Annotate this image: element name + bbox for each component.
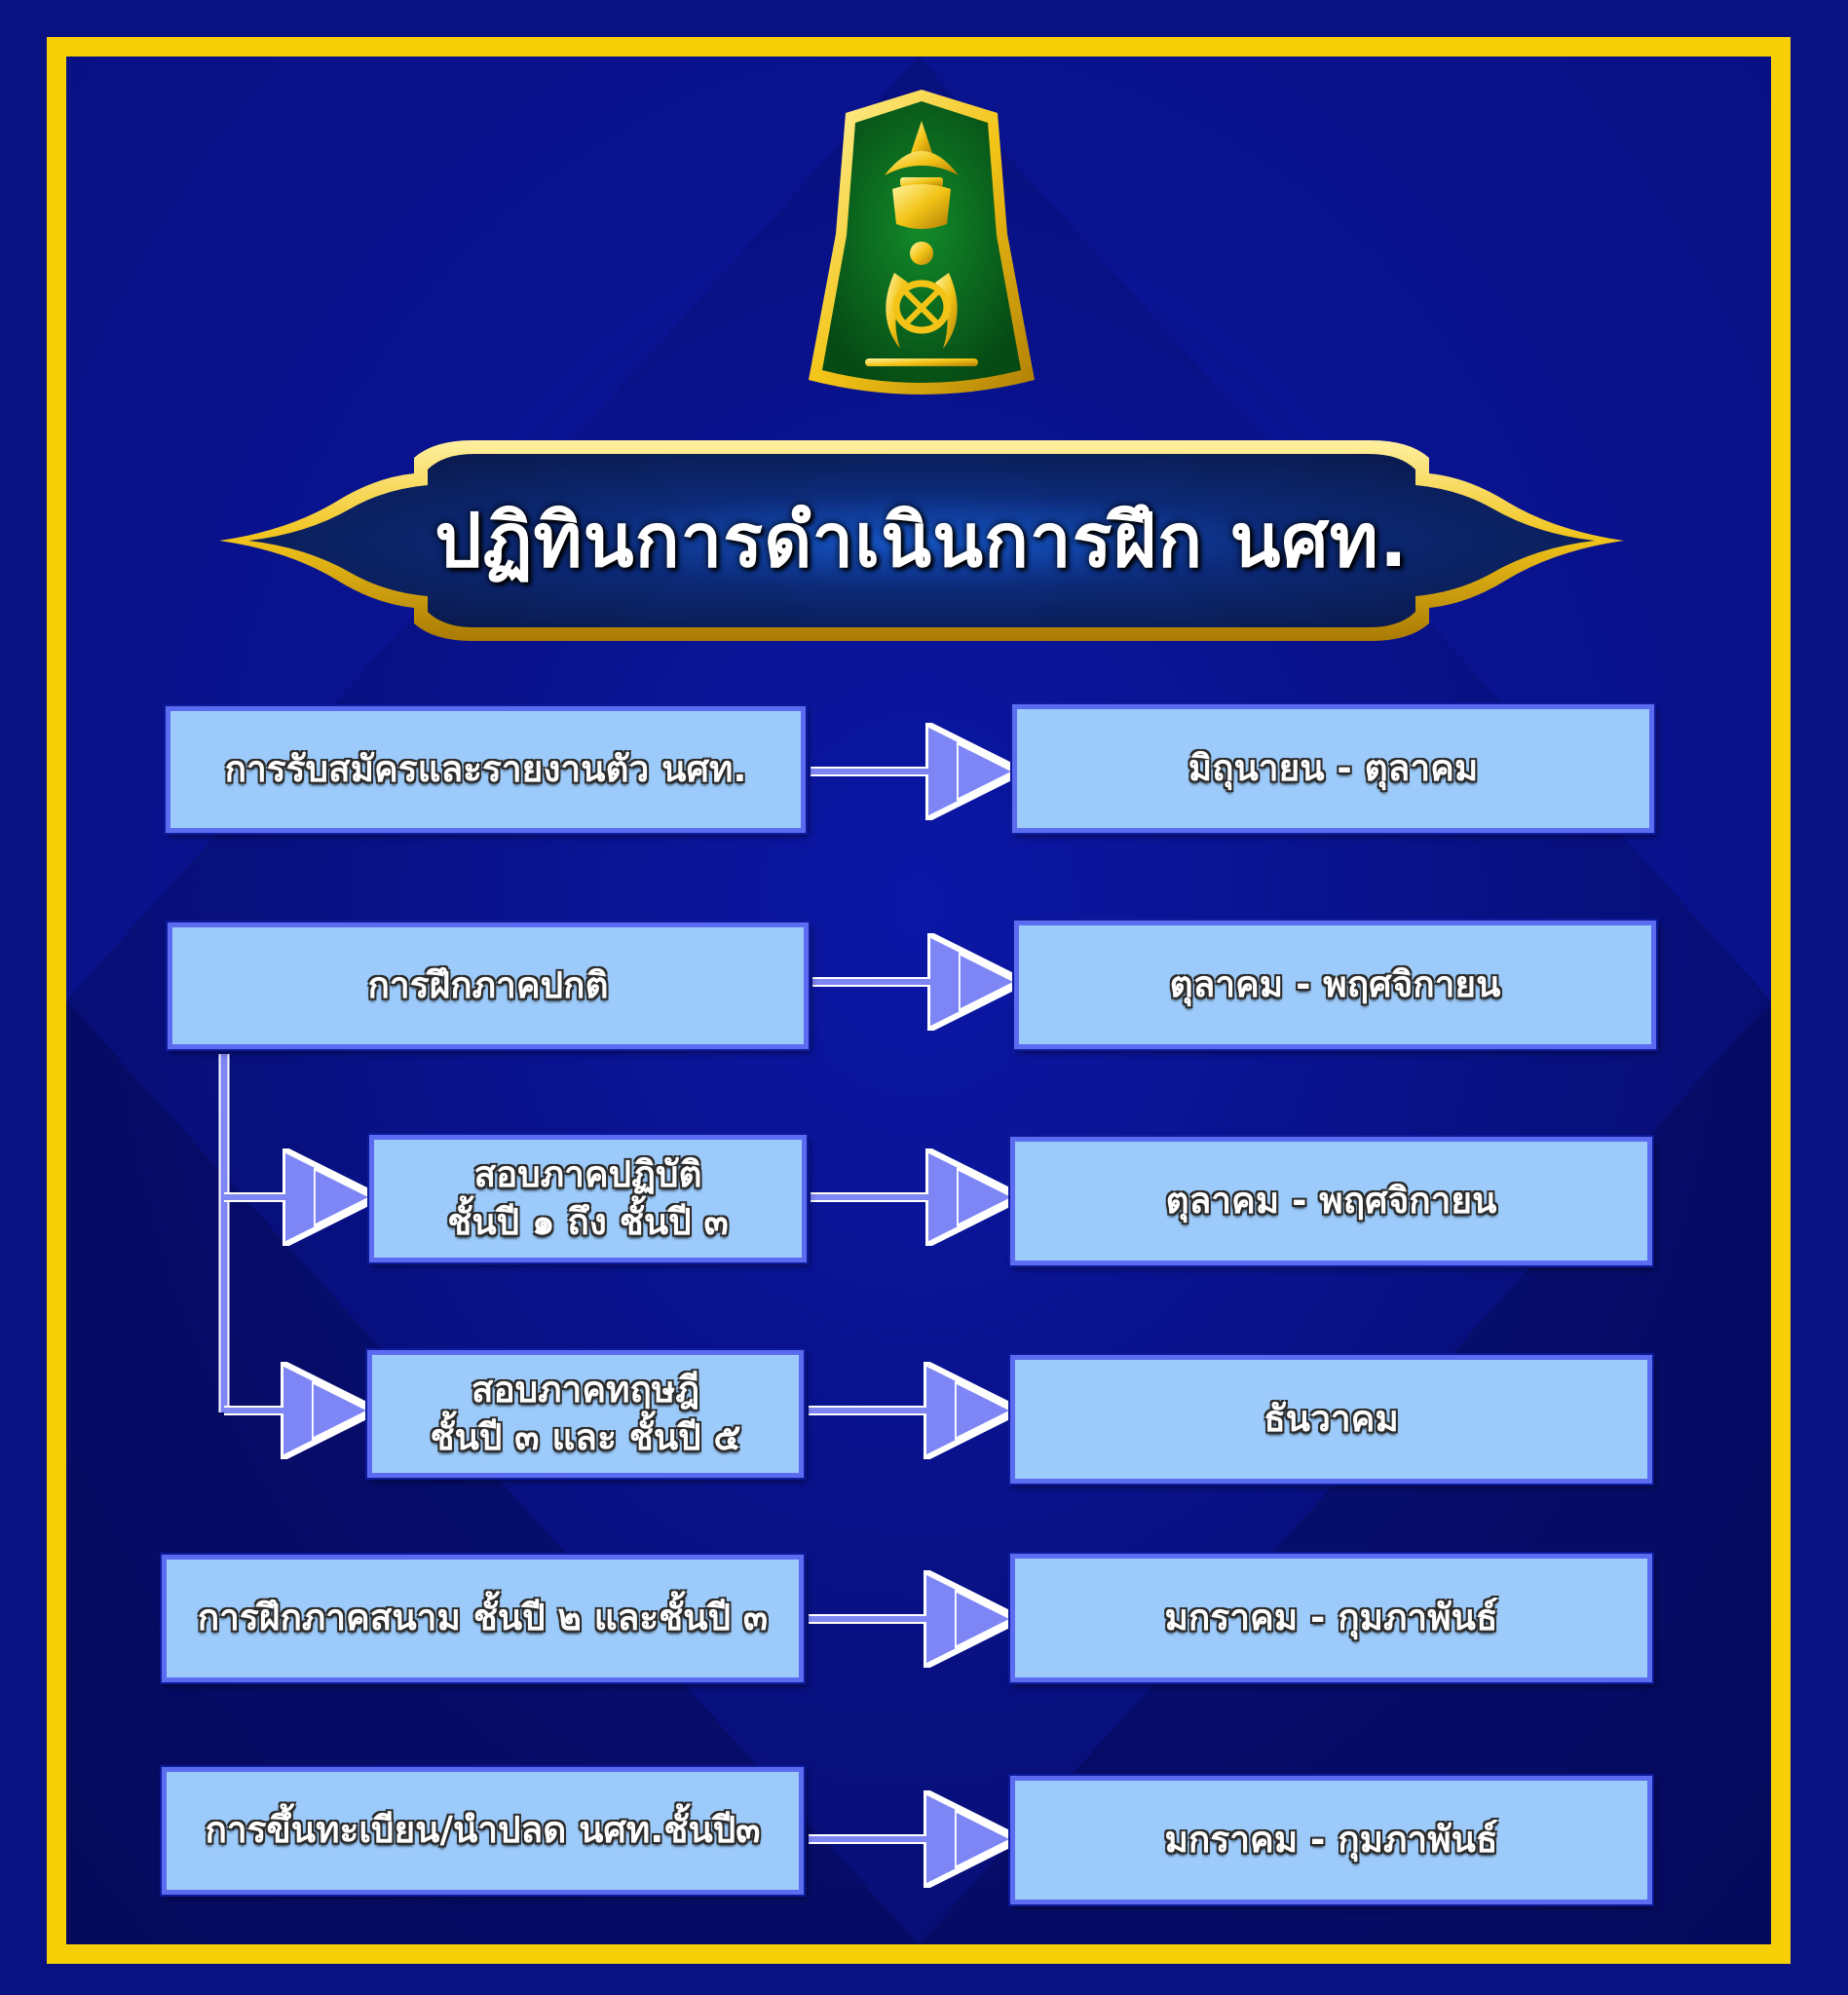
period-box-6: มกราคม - กุมภาพันธ์ [1010,1776,1652,1904]
activity-box-theory-exam: สอบภาคทฤษฎี ชั้นปี ๓ และ ชั้นปี ๕ [367,1350,804,1478]
title-banner [219,440,1624,641]
activity-box-registration: การรับสมัครและรายงานตัว นศท. [166,706,806,833]
period-box-4: ธันวาคม [1010,1355,1652,1484]
activity-box-registration-discharge: การขึ้นทะเบียน/นำปลด นศท.ชั้นปี๓ [162,1767,804,1895]
page-title: ปฏิทินการดำเนินการฝึก นศท. [434,497,1409,583]
period-box-5: มกราคม - กุมภาพันธ์ [1010,1554,1652,1682]
activity-box-practical-exam: สอบภาคปฏิบัติ ชั้นปี ๑ ถึง ชั้นปี ๓ [369,1135,807,1262]
period-box-2: ตุลาคม - พฤศจิกายน [1014,921,1656,1049]
period-box-1: มิถุนายน - ตุลาคม [1012,704,1654,833]
rotc-emblem-icon [809,90,1035,395]
activity-box-field-training: การฝึกภาคสนาม ชั้นปี ๒ และชั้นปี ๓ [162,1555,804,1682]
activity-box-regular-training: การฝึกภาคปกติ [168,922,809,1049]
period-box-3: ตุลาคม - พฤศจิกายน [1010,1137,1652,1265]
